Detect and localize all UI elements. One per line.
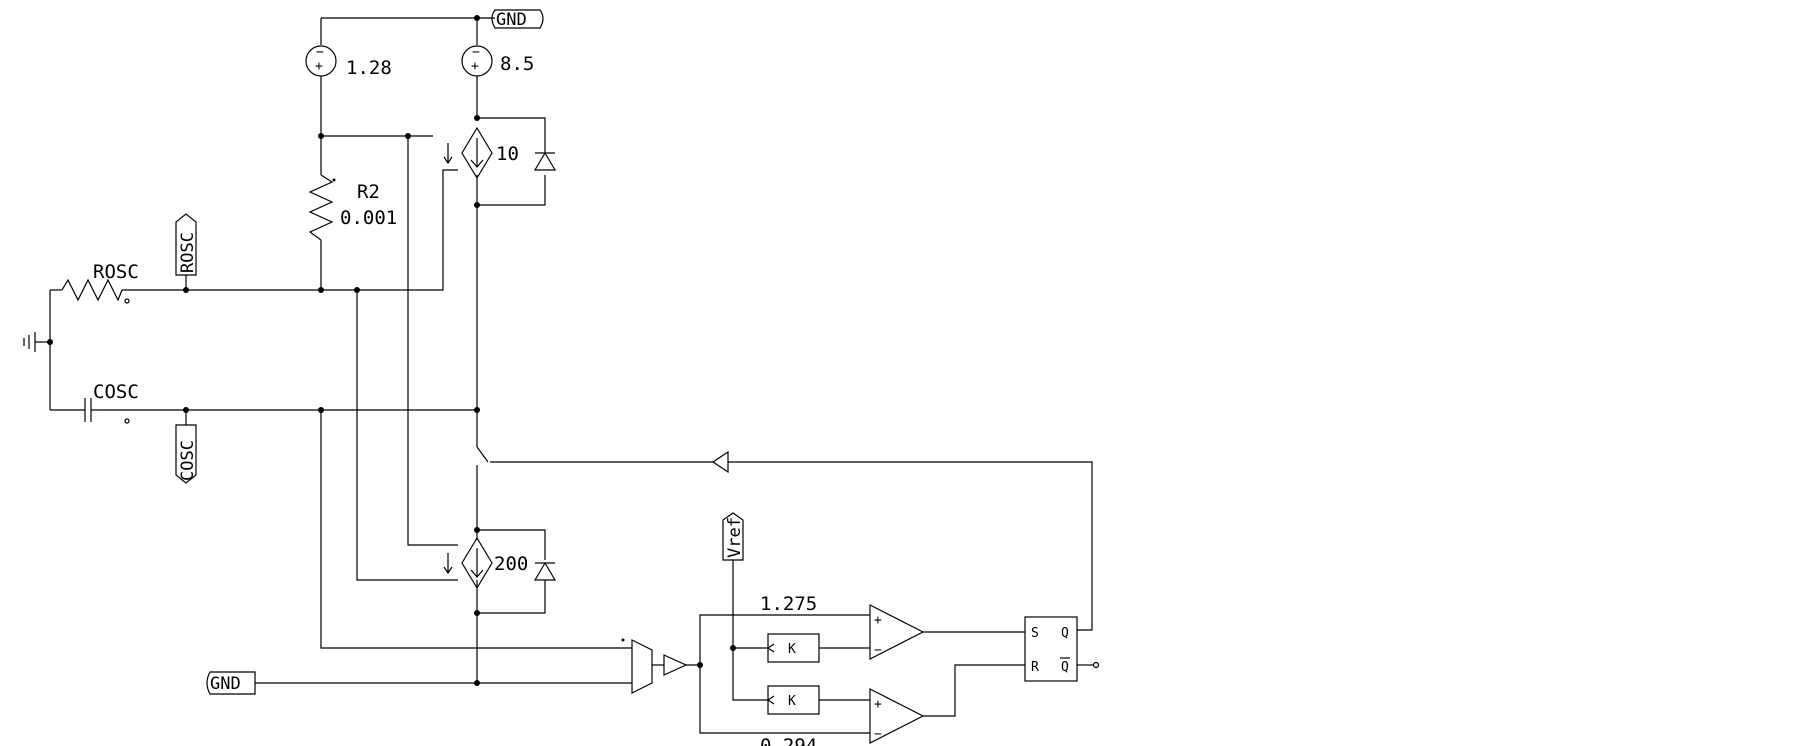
resistor-r2: R2 0.001 xyxy=(308,174,397,241)
diode-lower xyxy=(533,561,557,581)
cosc-tag: COSC xyxy=(175,410,198,484)
diode-upper xyxy=(533,151,557,171)
current-source-lower: 200 xyxy=(443,536,528,590)
vref-tag-label: Vref xyxy=(725,517,745,558)
ground-symbol xyxy=(23,332,36,352)
vref-tag: Vref xyxy=(722,512,745,561)
svg-text:−: − xyxy=(874,643,882,658)
wires xyxy=(35,17,1093,734)
comparator-low: + − 0.294 xyxy=(760,688,925,746)
gain-block-k1: K xyxy=(767,633,820,663)
resistor-r2-value: 0.001 xyxy=(340,207,397,229)
voltage-source-1: − + 1.28 xyxy=(305,45,392,79)
resistor-r2-name: R2 xyxy=(357,181,380,203)
rosc-tag-label: ROSC xyxy=(178,232,198,273)
svg-text:+: + xyxy=(874,613,882,628)
resistor-rosc: ROSC xyxy=(61,261,139,304)
svg-text:+: + xyxy=(471,59,479,74)
summing-block xyxy=(621,638,688,694)
sr-flipflop-q: Q xyxy=(1061,626,1069,641)
voltage-source-2-value: 8.5 xyxy=(500,53,534,75)
threshold-high-label: 1.275 xyxy=(760,593,817,615)
sr-flipflop-s: S xyxy=(1031,626,1039,641)
junction-dots xyxy=(47,15,736,686)
current-source-upper-gain: 10 xyxy=(496,143,519,165)
sr-flipflop-r: R xyxy=(1031,660,1039,675)
capacitor-cosc-name: COSC xyxy=(93,381,139,403)
gain-block-k1-label: K xyxy=(788,642,796,657)
gnd-tag-top: GND xyxy=(491,9,544,30)
gnd-tag-left: GND xyxy=(206,671,256,695)
svg-text:−: − xyxy=(874,727,882,742)
sr-flipflop-qbar: Q xyxy=(1061,660,1069,675)
threshold-low-label: 0.294 xyxy=(760,735,817,746)
svg-text:+: + xyxy=(874,697,882,712)
comparator-high: + − 1.275 xyxy=(760,593,925,660)
resistor-rosc-name: ROSC xyxy=(93,261,139,283)
rosc-tag: ROSC xyxy=(175,213,198,290)
gain-block-k2: K xyxy=(767,685,820,715)
svg-text:−: − xyxy=(316,45,324,60)
svg-text:+: + xyxy=(315,59,323,74)
capacitor-cosc: COSC xyxy=(84,381,139,424)
cosc-tag-label: COSC xyxy=(178,440,198,481)
gnd-tag-top-label: GND xyxy=(496,10,527,30)
svg-text:−: − xyxy=(472,45,480,60)
voltage-source-1-value: 1.28 xyxy=(346,57,392,79)
voltage-source-2: − + 8.5 xyxy=(461,45,534,77)
current-source-lower-gain: 200 xyxy=(494,553,528,575)
gnd-tag-left-label: GND xyxy=(210,674,241,694)
current-source-upper: 10 xyxy=(443,126,519,180)
sr-flipflop: S R Q Q xyxy=(1024,616,1100,682)
buffer-feedback xyxy=(711,450,729,474)
gain-block-k2-label: K xyxy=(788,694,796,709)
